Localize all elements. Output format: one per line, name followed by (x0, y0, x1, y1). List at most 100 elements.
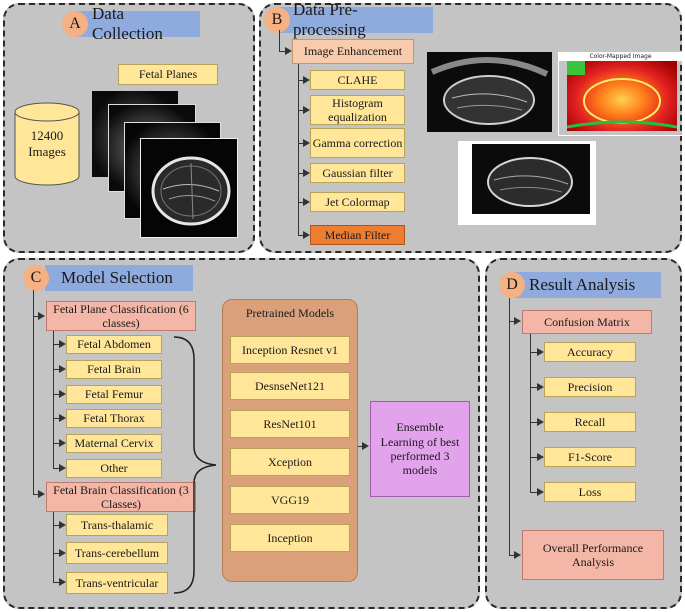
dataset-unit-text: Images (28, 144, 66, 160)
d-metric-trunk (530, 334, 531, 493)
b-branch-1 (298, 80, 304, 81)
class-fetal-brain-text: Fetal Brain (87, 362, 141, 377)
fetal-head-ultrasound (151, 156, 231, 226)
c-pl-ah3 (59, 390, 66, 398)
preview-grayscale-ultrasound (427, 52, 552, 132)
step-clahe-text: CLAHE (337, 72, 378, 87)
c-ensemble-arrow (358, 446, 363, 447)
b-ah-2 (303, 106, 310, 114)
model-xception: Xception (230, 448, 350, 476)
b-ah-1 (303, 76, 310, 84)
d-main-trunk (509, 298, 510, 556)
model-resnet101-text: ResNet101 (263, 416, 317, 431)
d-m-b1 (530, 352, 538, 353)
metric-f1-score: F1-Score (544, 447, 636, 467)
class-maternal-cervix-text: Maternal Cervix (74, 436, 154, 451)
dataset-count: 12400 (14, 128, 80, 144)
ensemble-learning-text: Ensemble Learning of best performed 3 mo… (380, 420, 460, 478)
c-pl-b6 (53, 468, 60, 469)
metric-loss-text: Loss (578, 484, 602, 499)
class-trans-ventricular-text: Trans-ventricular (75, 575, 159, 590)
model-vgg19: VGG19 (230, 486, 350, 514)
b-ah-5 (303, 198, 310, 206)
class-other: Other (66, 459, 162, 478)
c-ensemble-arrowhead (362, 442, 369, 450)
section-d-letter: D (506, 276, 518, 293)
section-c-title: Model Selection (45, 265, 193, 291)
preview-filtered-svg (487, 157, 573, 207)
b-branch-3 (298, 143, 304, 144)
c-pl-b4 (53, 418, 60, 419)
c-plane-trunk (53, 331, 54, 469)
fetal-brain-classification: Fetal Brain Classification (3 Classes) (46, 482, 196, 512)
section-b-badge: B (264, 7, 290, 33)
d-m-ah3 (537, 418, 544, 426)
c-br-b2 (53, 553, 60, 554)
metric-recall-text: Recall (574, 414, 606, 429)
section-a-badge: A (62, 11, 88, 37)
c-brain-trunk (53, 512, 54, 583)
d-ah-confusion (514, 317, 521, 325)
c-br-b1 (53, 525, 60, 526)
class-fetal-abdomen: Fetal Abdomen (66, 335, 162, 354)
fetal-brain-classification-text: Fetal Brain Classification (3 Classes) (53, 482, 189, 511)
dataset-unit: Images (14, 144, 80, 160)
image-enhancement-box: Image Enhancement (292, 39, 414, 64)
b-branch-6 (298, 235, 304, 236)
b-ah-3 (303, 139, 310, 147)
section-a-title: Data Collection (76, 4, 200, 43)
c-pl-b3 (53, 394, 60, 395)
section-b-title-text: Data Pre-processing (293, 0, 366, 39)
section-c-letter: C (30, 269, 42, 286)
model-inception-text: Inception (267, 530, 313, 545)
pretrained-models-title-text: Pretrained Models (245, 305, 335, 320)
d-m-b4 (530, 457, 538, 458)
section-c-badge: C (23, 265, 49, 291)
preview-grayscale-svg (430, 57, 549, 125)
c-pl-ah2 (59, 365, 66, 373)
section-c-title-text: Model Selection (61, 268, 173, 287)
metric-accuracy: Accuracy (544, 342, 636, 362)
dataset-count-text: 12400 (30, 128, 64, 144)
b-branch-2 (298, 110, 304, 111)
class-other-text: Other (100, 461, 128, 476)
metric-precision: Precision (544, 377, 636, 397)
b-arrow-start-h (279, 51, 286, 52)
b-arrowhead-enhance (285, 47, 292, 55)
c-pl-ah1 (59, 340, 66, 348)
c-br-ah3 (59, 578, 66, 586)
step-gamma-text: Gamma correction (312, 135, 403, 150)
section-d-title: Result Analysis (513, 272, 661, 298)
c-branch-plane (33, 316, 39, 317)
metric-loss: Loss (544, 482, 636, 502)
step-median-filter-text: Median Filter (324, 227, 391, 242)
class-trans-cerebellum: Trans-cerebellum (66, 542, 168, 564)
colormap-image-title: Color-Mapped Image (558, 52, 683, 61)
section-b-letter: B (271, 11, 283, 28)
c-br-ah2 (59, 549, 66, 557)
grouping-brace (173, 336, 217, 594)
model-densenet121-text: DesnseNet121 (255, 378, 325, 393)
metric-precision-text: Precision (567, 379, 613, 394)
b-branch-5 (298, 202, 304, 203)
c-pl-b2 (53, 369, 60, 370)
c-pl-b1 (53, 344, 60, 345)
fetal-plane-classification: Fetal Plane Classification (6 classes) (46, 301, 196, 331)
c-branch-brain (33, 494, 39, 495)
image-enhancement-text: Image Enhancement (303, 44, 403, 59)
d-ah-overall (514, 551, 521, 559)
fetal-planes-text: Fetal Planes (138, 67, 198, 82)
overall-performance-box: Overall Performance Analysis (522, 530, 664, 580)
c-br-b3 (53, 582, 60, 583)
class-fetal-femur-text: Fetal Femur (84, 387, 144, 402)
model-vgg19-text: VGG19 (271, 492, 309, 507)
step-jet-colormap-text: Jet Colormap (325, 194, 390, 209)
model-densenet121: DesnseNet121 (230, 372, 350, 400)
c-pl-ah4 (59, 414, 66, 422)
class-trans-cerebellum-text: Trans-cerebellum (74, 545, 160, 560)
model-xception-text: Xception (268, 454, 312, 469)
class-trans-thalamic: Trans-thalamic (66, 514, 168, 536)
step-histogram-text: Histogram equalization (328, 95, 387, 124)
preview-colormap-svg (567, 61, 677, 129)
ensemble-learning-box: Ensemble Learning of best performed 3 mo… (370, 401, 470, 497)
